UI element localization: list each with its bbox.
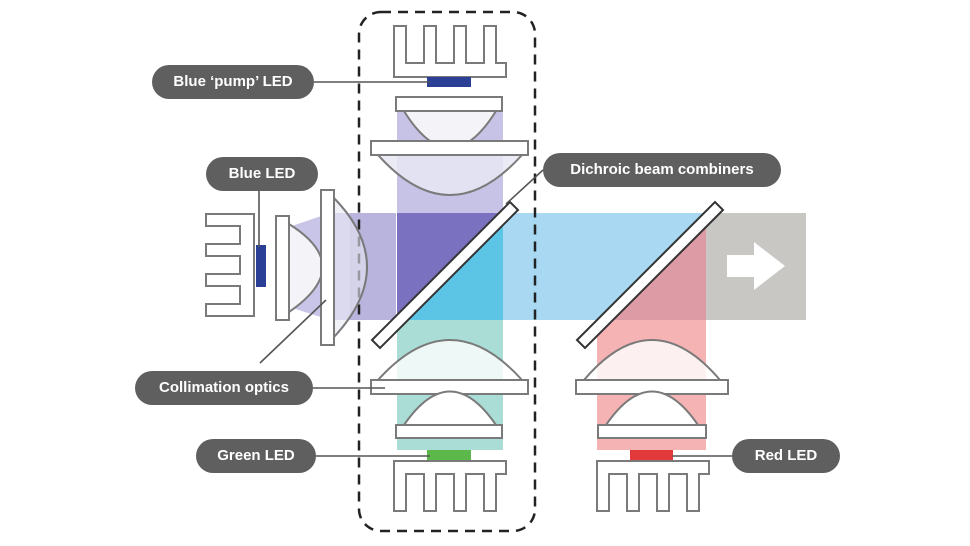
top-heatsink — [393, 25, 507, 78]
green-led-label: Green LED — [196, 439, 316, 473]
dichroic-beam-combiners-label: Dichroic beam combiners — [543, 153, 781, 187]
blue-pump-led-chip — [427, 77, 471, 87]
red-lens-dome-top — [581, 339, 723, 381]
red-led-chip — [630, 450, 673, 460]
blue-lens-plate-outer — [320, 189, 335, 346]
red-lens-plate-bottom — [597, 424, 707, 439]
pump-lens-dome-bottom — [375, 154, 525, 196]
green-lens-dome-bottom — [402, 390, 498, 426]
leader-lines — [258, 81, 732, 457]
collimation-optics-label: Collimation optics — [135, 371, 313, 405]
left-heatsink — [205, 213, 255, 317]
green-lens-plate-bottom — [395, 424, 503, 439]
blue-led-chip — [256, 245, 266, 287]
blue-pump-led-label: Blue ‘pump’ LED — [152, 65, 314, 99]
red-led-label: Red LED — [732, 439, 840, 473]
green-lens-dome-top — [375, 339, 525, 381]
green-heatsink — [393, 460, 507, 512]
blue-lens-plate-inner — [275, 215, 290, 321]
blue-lens-dome-outer — [333, 195, 368, 340]
green-led-chip — [427, 450, 471, 460]
pump-lens-plate-top — [395, 96, 503, 112]
output-arrow-icon — [727, 242, 785, 290]
pump-lens-plate-bottom — [370, 140, 529, 156]
dichroic-mirror-1 — [370, 200, 520, 350]
red-heatsink — [596, 460, 710, 512]
red-lens-dome-bottom — [604, 390, 700, 426]
blue-led-label: Blue LED — [206, 157, 318, 191]
dichroic-mirror-2 — [575, 200, 725, 350]
